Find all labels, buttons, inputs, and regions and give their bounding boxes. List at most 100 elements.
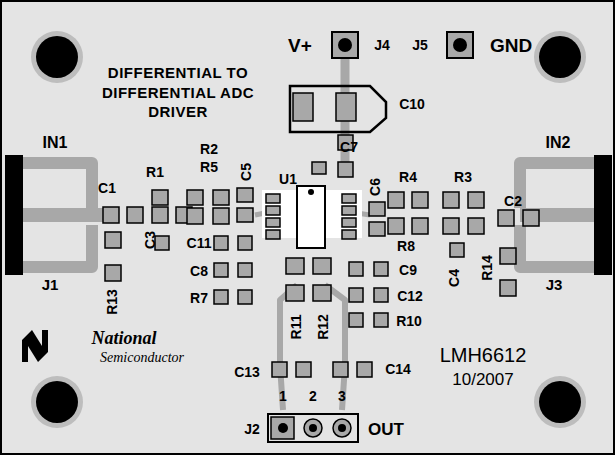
pad [357,362,372,377]
pad [349,313,363,327]
silkscreen-label: R8 [397,239,415,253]
silkscreen-label: 1 [279,389,287,403]
silkscreen-label: R12 [316,314,330,340]
silkscreen-label: R13 [105,289,119,315]
pad [523,210,539,226]
pad [388,218,404,234]
silkscreen-label: C3 [143,231,157,249]
silkscreen-label: R14 [480,255,494,281]
connector-j3 [594,155,612,275]
connector-j2 [268,414,358,442]
pad [214,236,228,250]
pad [238,263,252,277]
pad [155,236,169,250]
connector-j4-j5 [332,32,473,58]
silkscreen-label: J3 [546,277,563,292]
connector-j1 [5,155,23,275]
pad [105,232,121,248]
pad [286,258,304,274]
pad [342,206,356,215]
silkscreen-label: R7 [190,291,208,305]
silkscreen-label: 10/2007 [452,371,513,388]
pad [349,262,363,276]
pad [103,207,119,223]
pad [105,265,121,281]
silkscreen-label: R1 [146,165,164,179]
pad [369,222,385,236]
silkscreen-label: C2 [504,194,522,208]
pad [349,288,363,302]
pad [342,218,356,227]
silkscreen-label: R3 [454,170,472,184]
silkscreen-label: R2 [200,142,218,156]
silkscreen-label: R5 [200,160,218,174]
pad [500,280,516,296]
mounting-holes [31,31,586,428]
pad [468,218,484,234]
silkscreen-label: LMH6612 [440,345,527,365]
pad [450,243,464,257]
pad [266,206,280,215]
pad [266,230,280,239]
silkscreen-label: V+ [288,36,312,55]
pad [312,162,326,174]
silkscreen-label: C7 [340,140,358,154]
pad [498,210,514,226]
silkscreen-label: C14 [385,362,411,376]
pad [313,258,331,274]
smd-pads [103,135,539,377]
pad [374,313,388,327]
pad [127,207,143,223]
silkscreen-label: C10 [399,97,425,111]
pad [237,208,253,222]
silkscreen-label: J2 [244,422,260,436]
pad [213,208,229,224]
pad [214,263,228,277]
pad [152,190,168,205]
pad [296,362,311,377]
silkscreen-label: National [91,329,156,347]
silkscreen-label: C5 [239,163,253,181]
pad [213,190,229,205]
pad [238,236,252,250]
silkscreen-label: J1 [42,277,59,292]
silkscreen-label: IN2 [546,135,571,151]
silkscreen-label: J4 [374,38,390,52]
pad [443,218,459,234]
pad [187,208,203,224]
silkscreen-label: C9 [399,263,417,277]
pad [338,162,353,177]
pad [272,362,287,377]
silkscreen-label: C8 [190,264,208,278]
pad [187,190,203,205]
pad [388,192,404,208]
pad [412,192,428,208]
silkscreen-label: C12 [397,289,423,303]
pad [342,194,356,203]
silkscreen-label: 3 [338,389,346,403]
pad [374,262,388,276]
pad [266,218,280,227]
silkscreen-label: OUT [368,421,404,438]
pad [342,230,356,239]
pad [266,194,280,203]
silkscreen-label: IN1 [43,135,68,151]
silkscreen-label: C1 [98,181,116,195]
pad [468,192,484,208]
silkscreen-label: U1 [279,172,297,186]
silkscreen-label: C13 [234,365,260,379]
pad [313,285,331,301]
pad [412,218,428,234]
capacitor-c10 [290,86,386,132]
pad [374,288,388,302]
silkscreen-label: Semiconductor [100,351,184,365]
pad [238,290,252,304]
pad [369,202,385,216]
silkscreen-label: GND [490,36,532,55]
pad [500,248,516,264]
silkscreen-label: C4 [447,269,461,287]
national-logo [22,330,48,362]
pad [286,285,304,301]
